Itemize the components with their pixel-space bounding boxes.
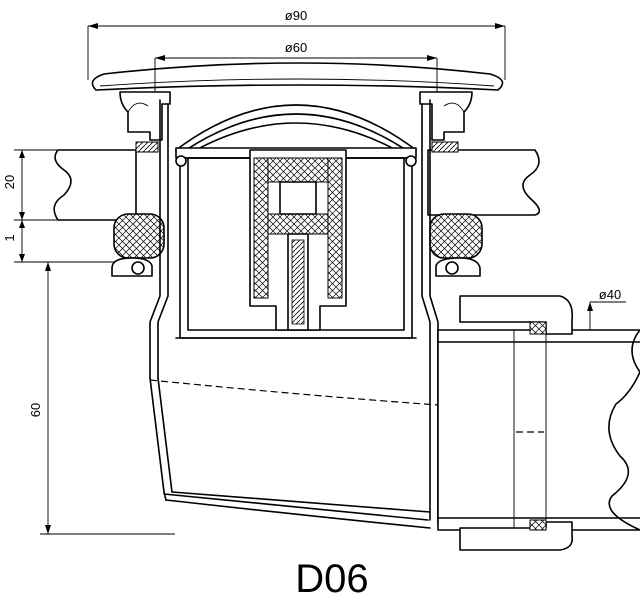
cover-plate [91, 62, 504, 91]
drop-height-label: 60 [28, 403, 43, 417]
slab-right [427, 149, 541, 216]
model-code: D06 [295, 557, 368, 600]
seal-left [175, 155, 187, 167]
slab-thickness-label: 20 [2, 175, 17, 189]
slab-left [53, 149, 137, 221]
gasket-right [429, 213, 483, 259]
outlet-diameter-label: ø40 [599, 287, 621, 302]
outlet-coupling [459, 295, 574, 551]
gasket-left [113, 213, 165, 259]
central-stem [249, 149, 347, 331]
lock-nut-left [111, 257, 153, 277]
flange-left [119, 91, 171, 141]
seal-right [405, 155, 417, 167]
outer-diameter-label: ø90 [285, 8, 307, 23]
flange-right [419, 91, 473, 141]
dimension-left [14, 149, 175, 535]
lock-nut-right [435, 257, 481, 277]
gasket-gap-label: 1 [2, 234, 17, 241]
outlet-pipe [437, 329, 640, 531]
inner-diameter-label: ø60 [285, 40, 307, 55]
